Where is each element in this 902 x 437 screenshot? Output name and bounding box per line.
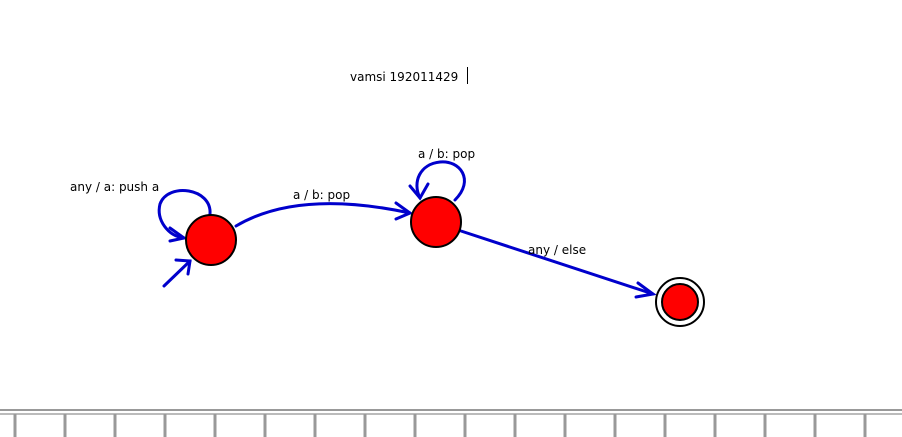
transition-label-q0-q1: a / b: pop bbox=[293, 188, 351, 202]
transition-label-q1-q1: a / b: pop bbox=[418, 147, 476, 161]
initial-arrow bbox=[162, 258, 192, 288]
state-q0[interactable] bbox=[185, 214, 237, 266]
ruler bbox=[0, 409, 902, 437]
self-loop-q1 bbox=[408, 160, 466, 202]
author-text[interactable]: vamsi 192011429 bbox=[350, 70, 459, 84]
self-loop-q0 bbox=[157, 189, 212, 243]
state-q2-accepting[interactable] bbox=[655, 277, 705, 327]
text-cursor bbox=[467, 67, 468, 84]
transition-label-q1-q2: any / else bbox=[528, 243, 587, 257]
transition-label-q0-q0: any / a: push a bbox=[70, 180, 160, 194]
edge-q0-q1 bbox=[234, 201, 414, 228]
edge-q1-q2 bbox=[459, 229, 657, 299]
state-q1[interactable] bbox=[410, 196, 462, 248]
